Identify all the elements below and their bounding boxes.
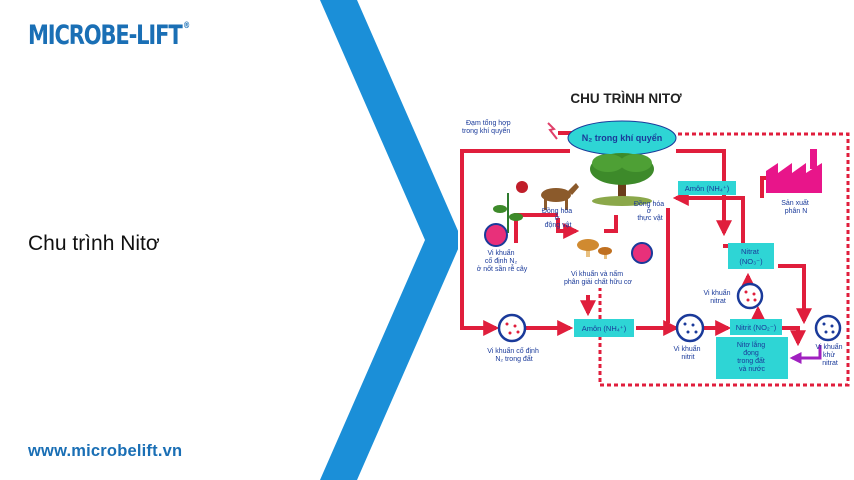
factory-label: Sản xuất phân N [781,198,811,215]
arrow-nitrite-box-to-right [780,326,806,347]
root-bacteria-icon [484,223,508,247]
tree-icon [590,153,654,206]
nitrate-label: Nitrat (NO₃⁻) [739,247,763,266]
decomposer-bacteria-icon [631,242,653,264]
website-link[interactable]: www.microbelift.vn [28,442,183,460]
factory-icon [766,149,822,193]
arrow-plant-to-decomp [604,215,618,233]
soil-bacteria-icon [497,313,527,343]
arrow-nitrate-right [778,264,812,325]
lightning-icon [547,122,558,140]
lightning-label: Đạm tổng hợp trong khí quyển [462,119,513,135]
nitrate-box [728,243,774,269]
arrow-denitrifier-purple [789,345,822,364]
chevron-shape [320,0,462,480]
registered-mark: ® [183,21,191,31]
legume-plant-icon [493,181,528,233]
root-bacteria-label: Vi khuẩn cố định N₂ ở nốt sần rễ cây [477,249,528,273]
mushroom-icon [577,239,612,259]
nitrogen-cycle-diagram: CHU TRÌNH NITƠ Đạm tổng hợp trong khí qu… [458,83,854,399]
diagram-title: CHU TRÌNH NITƠ [570,91,682,106]
arrow-atmosphere-down-left [460,149,570,336]
ammonium-top-box [678,181,736,195]
brand-logo: MICROBE-LIFT® [28,20,190,51]
ammonium-top-label: Amôn (NH₄⁺) [685,184,730,193]
nitrite-bacteria-icon [675,313,705,343]
nitrate-bacteria-label: Vi khuẩn nitrat [703,289,732,305]
ammonium-bottom-box [574,319,634,337]
nitrite-box [730,319,782,335]
plant-label: Đồng hóa ở thực vật [634,199,666,222]
nitrite-label: Nitrit (NO₂⁻) [736,323,777,332]
dotted-cycle-border [598,132,850,387]
nitrate-bacteria-icon [736,282,764,310]
animal-label: Đồng hóa ở động vật [542,206,574,229]
nitrite-bacteria-label: Vi khuẩn nitrit [673,345,702,361]
atmosphere-label: N₂ trong khí quyển [582,133,663,143]
arrow-atmosphere-right [676,149,732,237]
sediment-label: Nitơ lắng đọng trong đất và nước [737,340,767,373]
denitrifier-bacteria-icon [814,314,842,342]
soil-bacteria-label: Vi khuẩn cố định N₂ trong đất [487,346,541,363]
arrow-animal-to-decomp [556,218,580,239]
decomposers-label: Vi khuẩn và nấm phân giải chất hữu cơ [564,269,632,286]
slide-title: Chu trình Nitơ [28,232,160,255]
sediment-box [716,337,788,379]
animal-icon [541,183,579,210]
denitrifier-label: Vi khuẩn khử nitrat [815,343,844,367]
ammonium-bottom-label: Amôn (NH₄⁺) [582,324,627,333]
brand-logo-text: MICROBE-LIFT [28,20,183,51]
